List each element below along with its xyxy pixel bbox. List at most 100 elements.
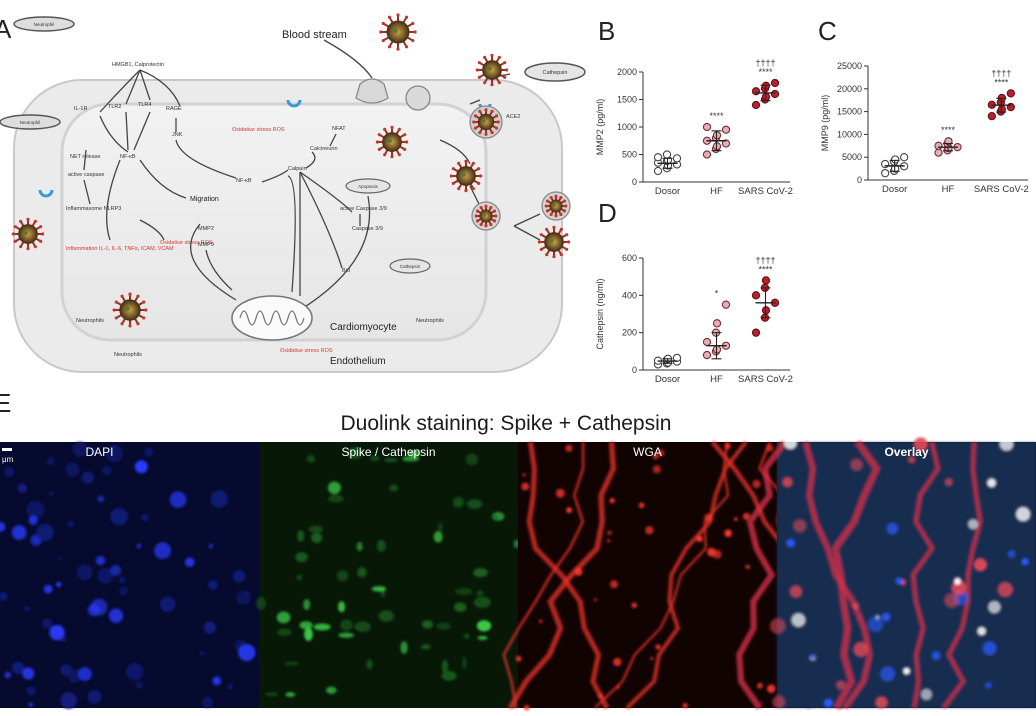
data-point (761, 276, 771, 285)
virus-icon (11, 217, 45, 251)
virus-icon (472, 108, 500, 136)
oxidative-stress-label-2: Oxidative stress ROS (160, 240, 213, 246)
y-tick-label: 20000 (837, 84, 862, 94)
y-tick-label: 0 (632, 365, 637, 375)
data-point (987, 112, 996, 121)
scale-bar: μm (2, 448, 14, 464)
mmp9-label: MMP9 (198, 242, 214, 248)
panel-letter-e: E (0, 388, 11, 418)
virus-icon (112, 292, 148, 328)
data-point (672, 154, 682, 163)
y-tick-label: 5000 (842, 152, 862, 162)
caspase-label: active Caspase 3/9 (340, 206, 387, 212)
inflammasome-label: Inflammasome NLRP3 (66, 206, 121, 212)
significance-label: **** (758, 67, 773, 77)
data-point (934, 141, 943, 150)
y-axis-label: Cathepsin (ng/ml) (595, 278, 605, 349)
data-point (770, 78, 780, 88)
tlr2-label: TLR2 (108, 104, 121, 110)
channel-label-2: Spike / Cathepsin (341, 445, 435, 459)
microscopy-panel-4: Overlay (736, 436, 1036, 710)
y-tick-label: 500 (622, 150, 637, 160)
category-label: HF (710, 186, 723, 197)
neutrophils-label-3: Neutrophils (416, 318, 444, 324)
y-tick-label: 1500 (617, 95, 637, 105)
data-point (721, 300, 731, 309)
y-tick-label: 0 (632, 177, 637, 187)
panel-a-pathway: A Blood stream Cardiomyocyte Endothelium… (0, 14, 586, 373)
rage-label: RAGE (166, 106, 182, 112)
significance-label-2: †††† (755, 255, 775, 265)
virus-icon (379, 13, 417, 51)
microscopy-panel-1: DAPI (0, 441, 259, 709)
data-point (721, 125, 731, 134)
calpain-label: Calpain (288, 166, 307, 172)
data-point (770, 89, 780, 99)
neutrophil-pill-2: Neutrophil (0, 114, 61, 130)
nfkb-label-2: NF-κB (236, 178, 252, 184)
oxidative-stress-label-3: Oxidative stress ROS (280, 348, 333, 354)
neutrophil-pill-1: Neutrophil (13, 16, 75, 32)
nfat-label: NFAT (332, 126, 346, 132)
panel-letter-b: B (598, 16, 615, 46)
data-point (702, 337, 712, 347)
mitochondrion (231, 295, 313, 341)
y-axis-label: MMP9 (pg/ml) (820, 95, 830, 152)
channel-label-1: DAPI (85, 445, 113, 459)
significance-label: **** (941, 125, 956, 135)
endothelium-label: Endothelium (330, 356, 386, 367)
y-tick-label: 200 (622, 328, 637, 338)
category-label: Dosor (655, 374, 680, 385)
category-label: SARS CoV-2 (738, 374, 793, 385)
data-point (702, 122, 712, 132)
y-tick-label: 15000 (837, 107, 862, 117)
significance-label: * (715, 289, 719, 299)
virus-icon (537, 225, 571, 259)
data-point (721, 139, 731, 148)
cathepsin-pill: Cathepsin (524, 62, 586, 82)
ace2-label: ACE2 (506, 114, 520, 120)
data-point (881, 169, 890, 178)
inflammation-label: Inflammation IL-1, IL-6, TNFα, ICAM, VCA… (66, 246, 174, 252)
signal-blobs (736, 436, 1036, 710)
y-tick-label: 25000 (837, 61, 862, 71)
y-tick-label: 0 (857, 175, 862, 185)
data-point (662, 150, 672, 159)
cathepsin-pill-label: Cathepsin (543, 70, 568, 76)
tlr4-label: TLR4 (138, 102, 151, 108)
y-tick-label: 10000 (837, 129, 862, 139)
significance-label: **** (758, 264, 773, 274)
receptor-icon-1 (286, 99, 302, 108)
data-point (751, 100, 761, 110)
neutrophils-label-2: Neutrophils (114, 352, 142, 358)
data-point (653, 153, 663, 162)
microscopy-panel-2: Spike / Cathepsin (256, 442, 520, 708)
category-label: HF (710, 374, 723, 385)
panel-e-duolink: E Duolink staining: Spike + Cathepsin DA… (0, 388, 1036, 711)
significance-label-2: †††† (755, 58, 775, 68)
nfkb-label-1: NF-κB (120, 154, 136, 160)
data-point (712, 319, 722, 328)
category-label: SARS CoV-2 (738, 186, 793, 197)
signal-blobs (256, 447, 520, 698)
scale-bar-label: μm (2, 455, 14, 464)
signal-blobs (0, 441, 256, 709)
cardiomyocyte-label: Cardiomyocyte (330, 322, 397, 333)
y-tick-label: 400 (622, 290, 637, 300)
virus-icon (474, 204, 498, 228)
panel-letter-a: A (0, 14, 12, 44)
significance-label: **** (709, 111, 724, 121)
virus-icon (449, 159, 483, 193)
duolink-title: Duolink staining: Spike + Cathepsin (341, 412, 672, 435)
microscopy-background (0, 442, 259, 708)
data-point (702, 350, 712, 360)
apoptosis-pill: Apoptosis (345, 178, 391, 194)
y-tick-label: 1000 (617, 122, 637, 132)
data-point (751, 328, 761, 337)
data-point (900, 153, 909, 162)
blood-stream-label: Blood stream (282, 29, 347, 41)
